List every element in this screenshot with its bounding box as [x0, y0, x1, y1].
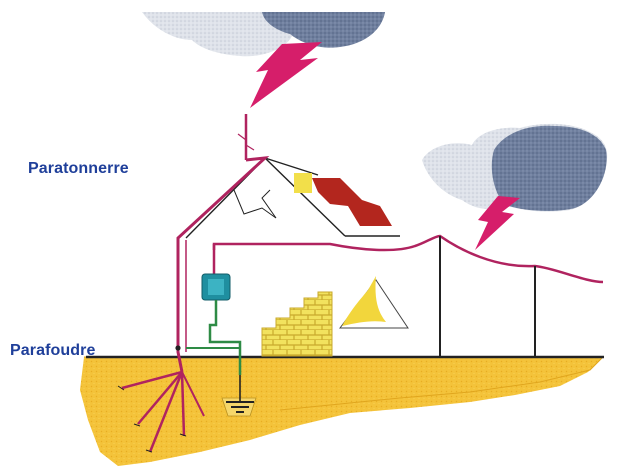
electrode: [181, 371, 205, 417]
window: [294, 173, 312, 193]
roof-red-section: [312, 178, 392, 226]
electrode: [137, 371, 183, 425]
curtain-icon: [342, 276, 386, 326]
cloud-right: [422, 123, 608, 250]
electrode: [121, 370, 183, 390]
cloud-dark-part: [491, 125, 607, 212]
junction-dot: [175, 345, 181, 351]
ground-soil: [80, 357, 603, 466]
lightning-bolt-icon: [250, 42, 322, 108]
down-conductor: [176, 156, 270, 373]
power-line: [212, 234, 604, 357]
house-roof-line: [264, 157, 319, 176]
surge-protection: [175, 273, 257, 417]
house-jagged-edge: [233, 189, 277, 219]
electrode: [180, 371, 186, 437]
buried-electrodes: [117, 370, 205, 453]
label-parafoudre: Parafoudre: [10, 342, 96, 359]
cloud-left: [142, 12, 385, 108]
air-terminal-tip: [237, 133, 255, 151]
house-outline: [185, 157, 346, 239]
electrode: [148, 371, 184, 453]
label-paratonnerre: Paratonnerre: [28, 160, 129, 177]
brick-wall-icon: [261, 291, 333, 357]
cloud-dark-part: [262, 12, 385, 48]
ground-symbol-icon: [221, 375, 257, 417]
lightning-rod-icon: [176, 114, 270, 373]
electrode-tip-marks: [117, 385, 187, 453]
overhead-wire: [212, 234, 604, 284]
house-icon: [185, 157, 409, 357]
ground-bank: [84, 356, 605, 411]
ground: [80, 355, 605, 466]
surge-protector-detail: [208, 279, 224, 295]
lightning-bolt-icon: [475, 196, 520, 250]
